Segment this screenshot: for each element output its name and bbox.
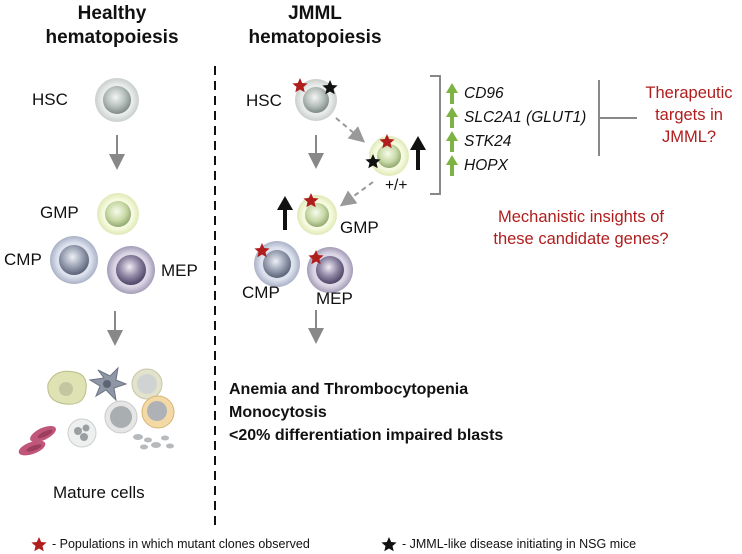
therapeutic-question-line2: targets in	[655, 106, 723, 124]
therapeutic-question-line3: JMML?	[661, 128, 717, 146]
outcome-anemia: Anemia and Thrombocytopenia	[229, 381, 469, 398]
outcome-monocytosis: Monocytosis	[229, 404, 327, 421]
jmml-outcomes: Anemia and Thrombocytopenia Monocytosis …	[229, 378, 503, 447]
jmml-gmp-up-arrow	[277, 196, 293, 230]
gene-arrow-stk24	[446, 131, 458, 152]
healthy-cmp-label: CMP	[4, 250, 42, 269]
gene-slc2a1: SLC2A1 (GLUT1)	[464, 109, 587, 126]
jmml-dashed-arrow-hsc-mutant	[335, 117, 366, 143]
healthy-hsc-label: HSC	[32, 90, 68, 109]
therapeutic-question-line1: Therapeutic	[645, 84, 733, 102]
healthy-mep-cell	[107, 246, 155, 294]
jmml-title-line1: JMML	[288, 3, 342, 24]
legend-black-star-text: - JMML-like disease initiating in NSG mi…	[402, 537, 637, 551]
mechanistic-question: Mechanistic insights of these candidate …	[471, 206, 691, 250]
legend-black-star	[381, 537, 397, 552]
healthy-gmp-cell	[97, 193, 139, 235]
gene-arrow-hopx	[446, 155, 458, 176]
mature-cells-label: Mature cells	[53, 483, 145, 502]
jmml-mep-red-star	[308, 250, 324, 265]
gene-arrow-cd96	[446, 83, 458, 104]
mature-cells-cluster	[18, 366, 175, 456]
mechanistic-question-line1: Mechanistic insights of	[498, 208, 664, 226]
jmml-hsc-label: HSC	[246, 91, 282, 110]
gene-arrow-slc2a1	[446, 107, 458, 128]
jmml-mutant-black-star	[365, 154, 381, 169]
gene-cd96: CD96	[464, 85, 504, 102]
gene-stk24: STK24	[464, 133, 512, 150]
jmml-mep-cell	[307, 247, 353, 293]
healthy-mep-label: MEP	[161, 261, 198, 280]
jmml-gmp-label: GMP	[340, 218, 379, 237]
healthy-title: Healthy hematopoiesis	[41, 2, 183, 50]
jmml-mutant-up-arrow	[410, 136, 426, 170]
healthy-title-line1: Healthy	[77, 3, 147, 24]
jmml-mutant-hsc-cell	[369, 136, 409, 176]
genotype-label: +/+	[385, 177, 408, 194]
jmml-dashed-arrow-mutant-gmp	[339, 181, 374, 207]
legend-red-star	[31, 537, 47, 552]
healthy-title-line2: hematopoiesis	[45, 27, 179, 48]
jmml-cmp-red-star	[254, 243, 270, 258]
jmml-cmp-label: CMP	[242, 283, 280, 302]
jmml-gmp-red-star	[303, 193, 319, 208]
healthy-hsc-cell	[95, 78, 139, 122]
jmml-title-line2: hematopoiesis	[248, 27, 382, 48]
healthy-cmp-cell	[50, 236, 98, 284]
therapeutic-question: Therapeutic targets in JMML?	[632, 82, 742, 148]
jmml-hsc-red-star	[292, 78, 308, 93]
healthy-gmp-label: GMP	[40, 203, 79, 222]
jmml-mep-label: MEP	[316, 289, 353, 308]
jmml-gmp-cell	[297, 195, 337, 235]
gene-bracket	[430, 75, 441, 195]
outcome-blasts: <20% differentiation impaired blasts	[229, 427, 504, 444]
legend-red-star-text: - Populations in which mutant clones obs…	[52, 537, 310, 551]
jmml-mutant-red-star	[379, 134, 395, 149]
mechanistic-question-line2: these candidate genes?	[493, 230, 669, 248]
jmml-title: JMML hematopoiesis	[244, 2, 386, 50]
gene-hopx: HOPX	[464, 157, 508, 174]
jmml-hsc-black-star	[322, 80, 338, 95]
